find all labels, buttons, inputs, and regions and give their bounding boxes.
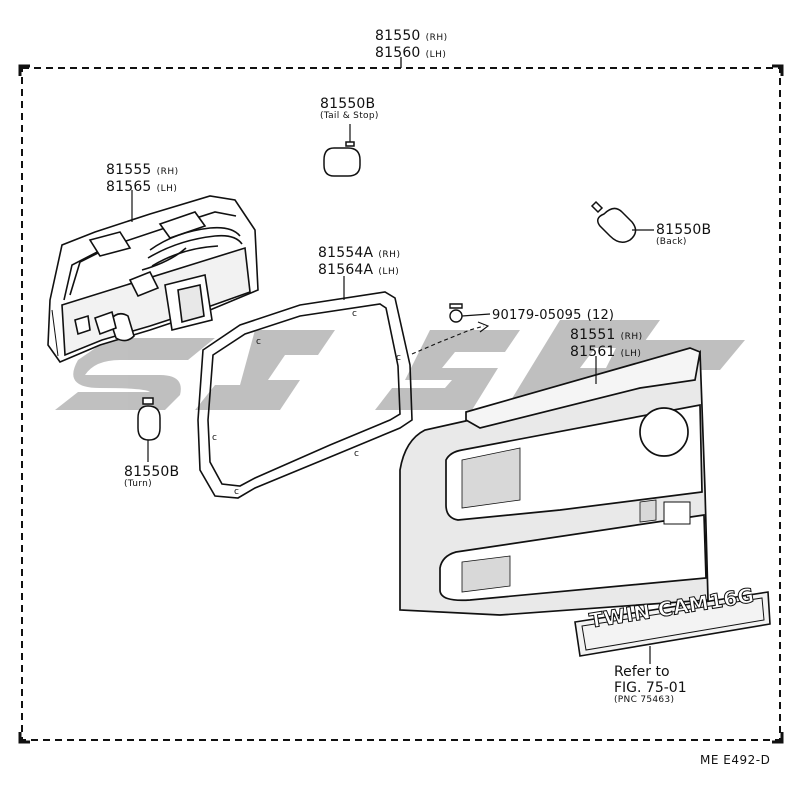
svg-text:c: c [256,337,261,347]
svg-text:c: c [212,433,217,443]
socket-label: 81555 (RH) 81565 (LH) [106,161,179,194]
lens-part-lh: 81561 [570,344,616,360]
bulb-tail-label: 81550B (Tail & Stop) [320,97,379,121]
lens-part-rh: 81551 [570,327,616,343]
bulb-turn-label: 81550B (Turn) [124,465,179,489]
screw-part: 90179-05095 [492,308,582,323]
bulb-back [590,200,654,243]
gasket: c c c c c c [197,276,413,499]
socket-wire-assembly [47,190,259,363]
emblem-refer-line3: (PNC 75463) [614,695,675,705]
bulb-tail-stop [323,124,361,177]
bulb-back-note: (Back) [656,237,687,247]
emblem-refer-line1: Refer to [614,664,670,680]
lens-tag-lh: (LH) [620,349,642,359]
bulb-turn-part: 81550B [124,464,180,480]
assembly-label: 81550 (RH) 81560 (LH) [375,27,448,60]
assembly-part-rh: 81550 [375,28,421,44]
bulb-back-label: 81550B (Back) [656,223,711,247]
socket-part-lh: 81565 [106,179,152,195]
lens-tag-rh: (RH) [620,332,643,342]
gasket-label: 81554A (RH) 81564A (LH) [318,244,400,277]
screw-qty: (12) [586,308,615,323]
figure-code: ME E492-D [700,753,771,767]
bulb-tail-note: (Tail & Stop) [320,111,379,121]
svg-text:c: c [352,309,357,319]
screw-label: 90179-05095 (12) [492,306,614,322]
svg-text:c: c [354,449,359,459]
bulb-turn-note: (Turn) [124,479,152,489]
twin-cam-emblem [574,591,771,664]
bulb-back-part: 81550B [656,222,712,238]
bulb-tail-part: 81550B [320,96,376,112]
gasket-tag-lh: (LH) [378,267,400,277]
emblem-refer-line2: FIG. 75-01 [614,680,687,696]
gasket-part-rh: 81554A [318,245,374,261]
svg-text:c: c [234,487,239,497]
screw [411,303,491,355]
lens-label: 81551 (RH) 81561 (LH) [570,326,643,359]
bulb-turn [137,397,161,462]
assembly-tag-lh: (LH) [425,50,447,60]
assembly-frame [18,57,784,744]
assembly-tag-rh: (RH) [425,33,448,43]
socket-tag-lh: (LH) [156,184,178,194]
socket-part-rh: 81555 [106,162,152,178]
gasket-tag-rh: (RH) [378,250,401,260]
svg-text:c: c [396,353,401,363]
rear-lens [399,347,709,616]
gasket-part-lh: 81564A [318,262,374,278]
assembly-part-lh: 81560 [375,45,421,61]
socket-tag-rh: (RH) [156,167,179,177]
emblem-refer-label: Refer to FIG. 75-01 (PNC 75463) [614,665,687,705]
